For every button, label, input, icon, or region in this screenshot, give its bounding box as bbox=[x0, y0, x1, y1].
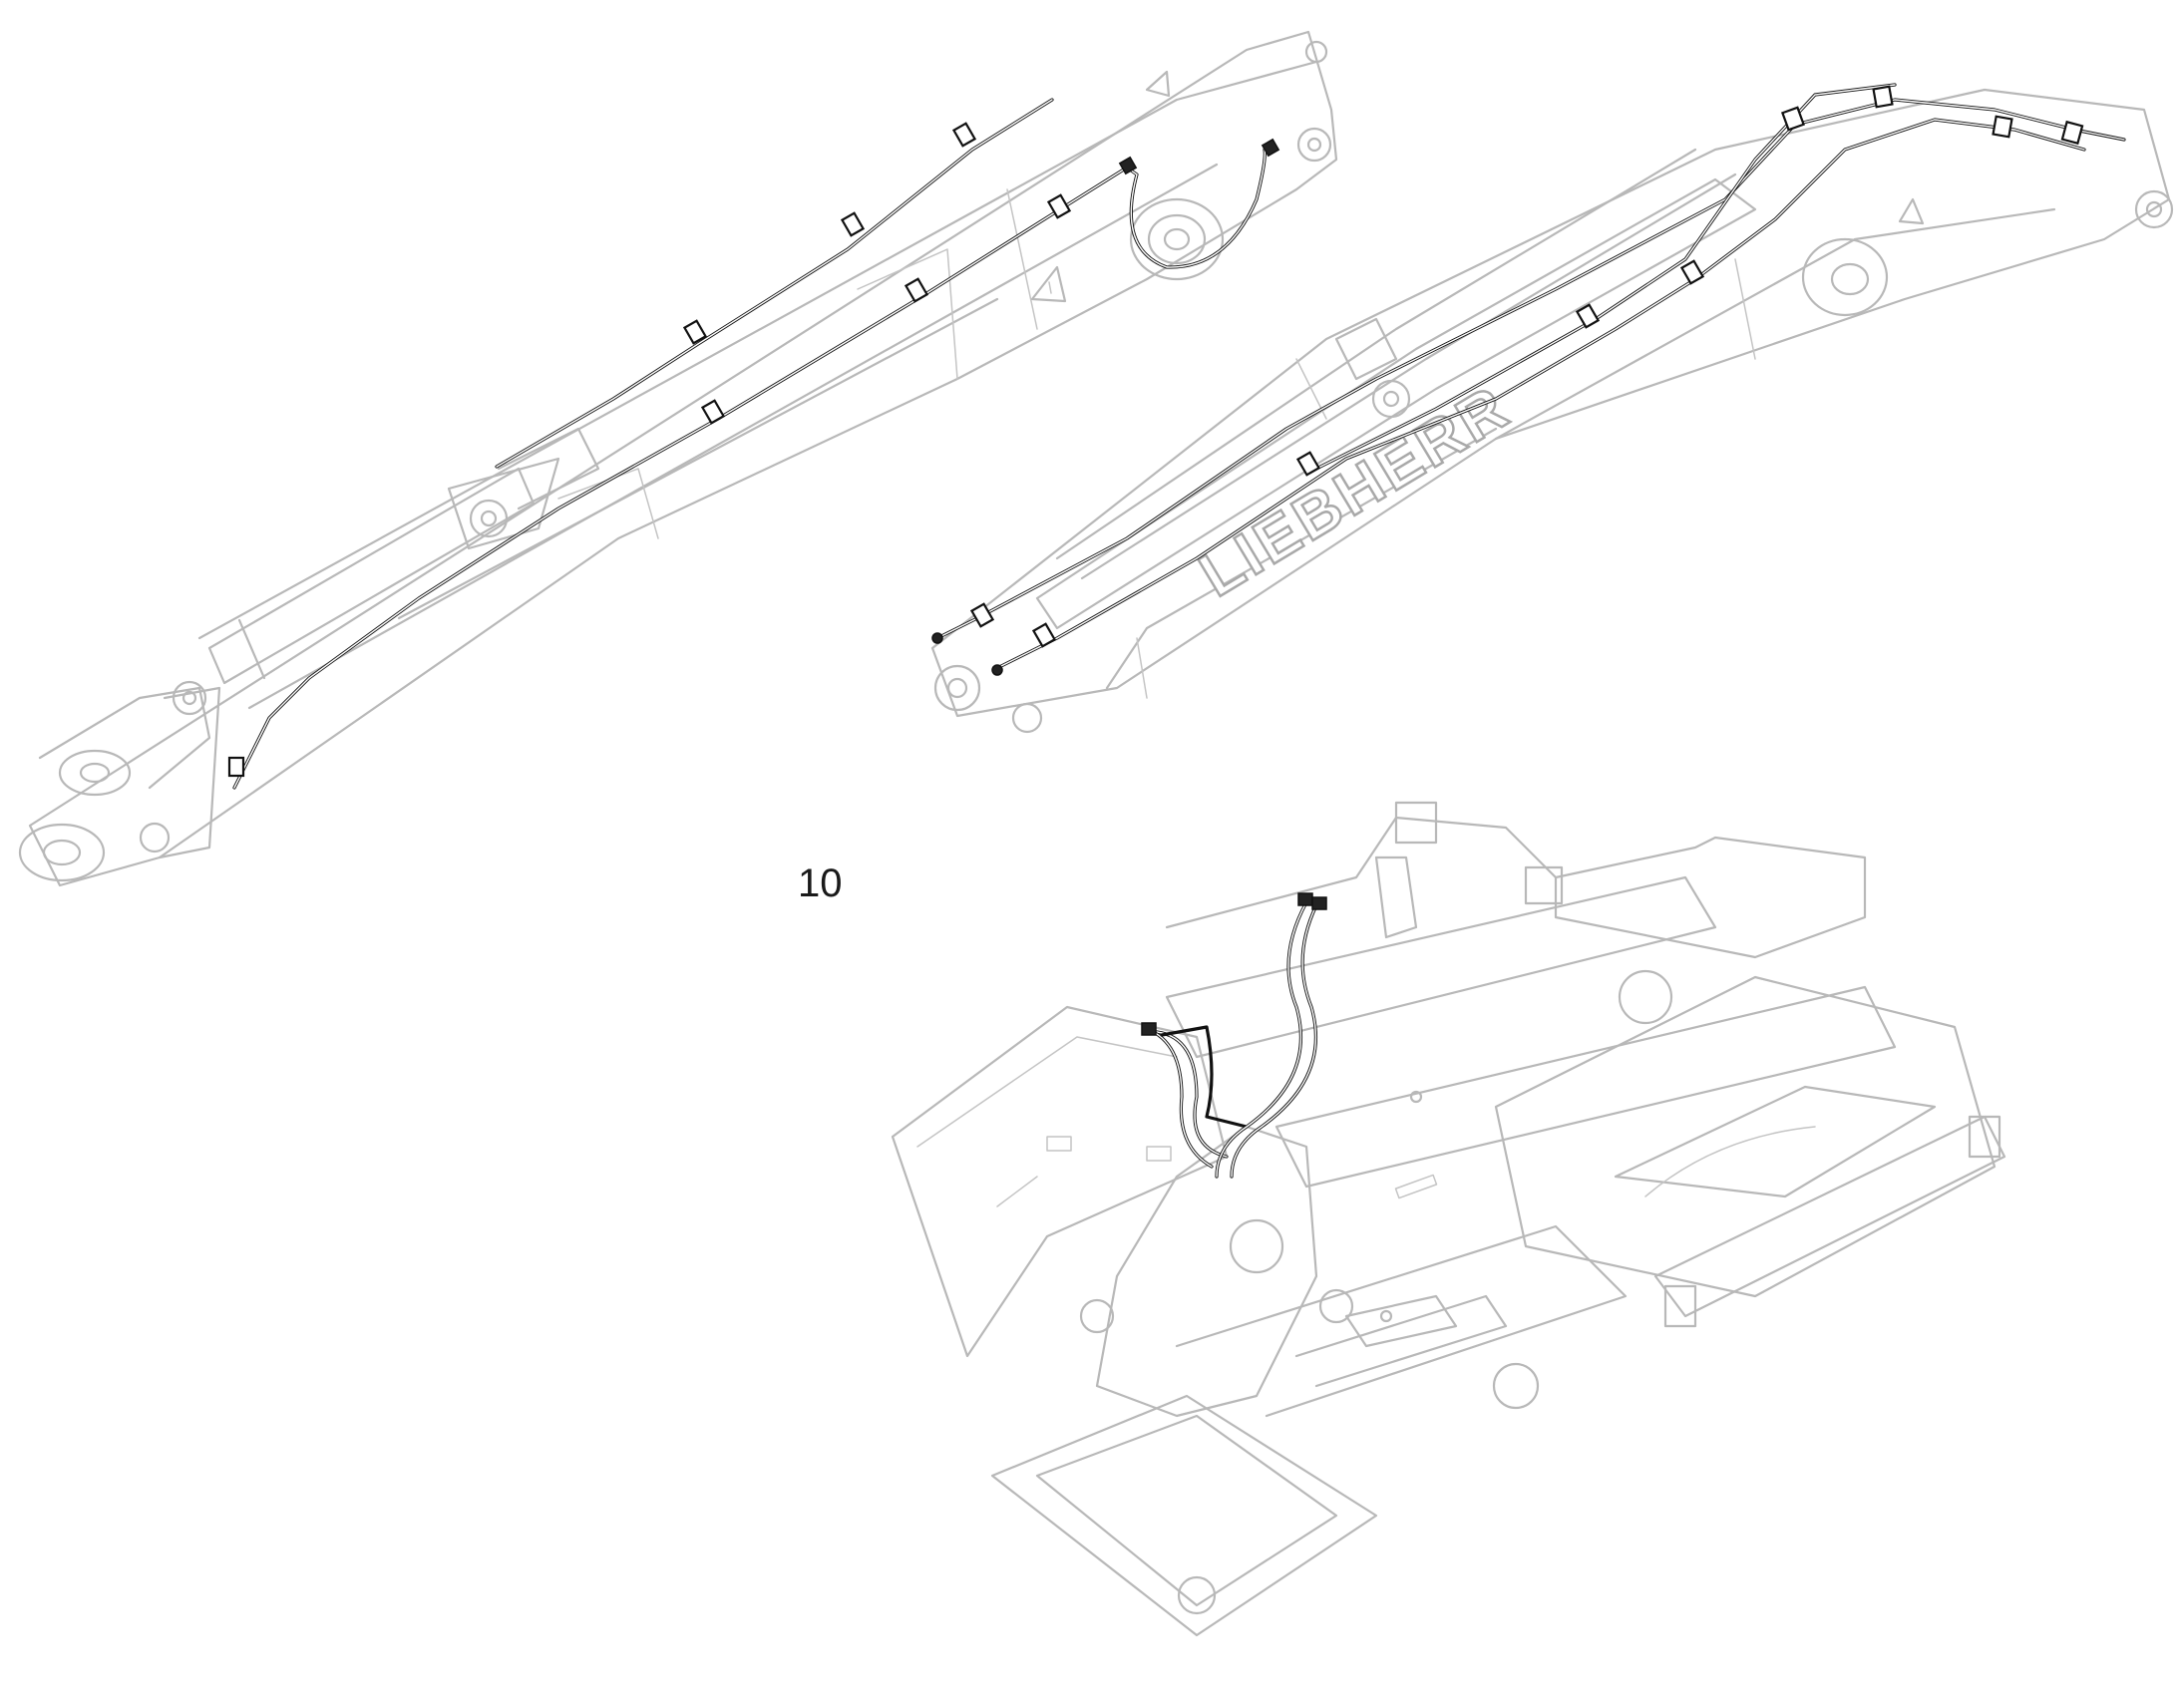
frame-hose-fittings bbox=[1141, 892, 1327, 1036]
boom-hose-lower bbox=[995, 118, 2086, 670]
warning-triangle-icon bbox=[1030, 265, 1067, 303]
arm-tip-linkage bbox=[18, 457, 560, 882]
arm-hose-loop bbox=[1125, 146, 1273, 269]
arm-hose-clamps bbox=[227, 122, 1280, 778]
boom-hose-clamps bbox=[931, 85, 2084, 676]
boom-hose-upper bbox=[935, 98, 2126, 640]
arm-hose-upper bbox=[495, 98, 1054, 469]
uppercarriage-frame bbox=[891, 801, 2006, 1637]
frame-hose-left bbox=[1145, 1025, 1249, 1169]
arm-rear-pivot bbox=[1129, 40, 1332, 281]
boom-pivots bbox=[933, 189, 2174, 734]
frame-hose-center bbox=[1215, 900, 1318, 1179]
boom-assembly: LIEBHERR bbox=[930, 83, 2174, 734]
arm-hose-lower bbox=[232, 166, 1129, 790]
warning-triangle-icon bbox=[1898, 197, 1925, 225]
arm-assembly bbox=[18, 30, 1338, 887]
callout-number: 10 bbox=[798, 861, 843, 905]
boom-hose-center bbox=[1314, 83, 1897, 471]
